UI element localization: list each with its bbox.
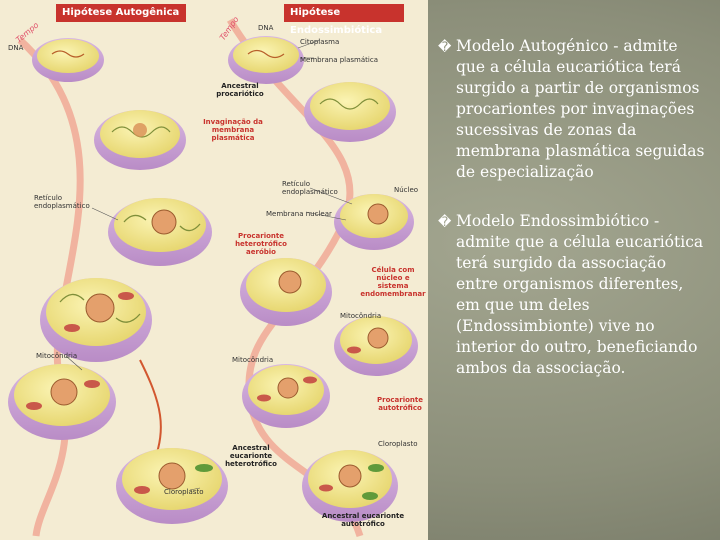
cell-autogenic-4 <box>40 278 152 362</box>
label-mitocondria-left: Mitocôndria <box>36 352 78 360</box>
cell-autogenic-2 <box>94 110 186 170</box>
text-endosymbiotic-model: Modelo Endossimbiótico - admite que a cé… <box>456 212 704 377</box>
label-dna-right: DNA <box>258 24 274 32</box>
cell-endosymbiotic-5 <box>334 316 418 376</box>
cell-autogenic-6 <box>116 448 228 524</box>
label-membrana-nuclear: Membrana nuclear <box>266 210 332 218</box>
cell-endosymbiotic-6 <box>242 364 330 428</box>
label-membrana-plasmatica: Membrana plasmática <box>300 56 378 64</box>
label-reticulo-left: Retículo endoplasmático <box>34 194 90 210</box>
label-cloroplasto-left: Cloroplasto <box>164 488 204 496</box>
text-panel: � Modelo Autogénico - admite que a célul… <box>438 36 708 407</box>
cell-endosymbiotic-2 <box>304 82 396 142</box>
label-reticulo-right: Retículo endoplasmático <box>282 180 338 196</box>
label-ancestral-procariotico: Ancestral procariótico <box>216 82 264 98</box>
label-cloroplasto-right: Cloroplasto <box>378 440 418 448</box>
cell-autogenic-5 <box>8 364 116 440</box>
cell-autogenic-1 <box>32 38 104 82</box>
cell-endosymbiotic-3 <box>334 194 414 250</box>
label-ancestral-autotrofico: Ancestral eucarionte autotrófico <box>321 512 405 528</box>
bullet-icon: � <box>438 215 452 230</box>
banner-autogenic-hypothesis: Hipótese Autogênica <box>56 4 186 22</box>
label-procarionte-heterotrofico: Procarionte heterotrófico aeróbio <box>235 232 287 256</box>
label-dna-left: DNA <box>8 44 24 52</box>
evolution-diagram: Hipótese Autogênica Hipótese Endossimbió… <box>0 0 428 540</box>
cell-endosymbiotic-7 <box>302 450 398 522</box>
paragraph-endosymbiotic-model: � Modelo Endossimbiótico - admite que a … <box>438 211 708 379</box>
label-citoplasma: Citoplasma <box>300 38 340 46</box>
paragraph-autogenic-model: � Modelo Autogénico - admite que a célul… <box>438 36 708 183</box>
text-autogenic-model: Modelo Autogénico - admite que a célula … <box>456 37 705 181</box>
label-invaginacao: Invaginação da membrana plasmática <box>203 118 263 142</box>
label-ancestral-heterotrofico: Ancestral eucarionte heterotrófico <box>225 444 277 468</box>
diagram-illustration <box>8 18 418 538</box>
cell-autogenic-3 <box>108 198 212 266</box>
cell-endosymbiotic-4 <box>240 258 332 326</box>
banner-endosymbiotic-hypothesis: Hipótese Endossimbiótica <box>284 4 404 36</box>
label-mitocondria-right: Mitocôndria <box>340 312 382 320</box>
cell-endosymbiotic-1 <box>228 36 304 84</box>
label-mitocondria-mid: Mitocôndria <box>232 356 274 364</box>
label-procarionte-autotrofico: Procarionte autotrófico <box>376 396 423 412</box>
bullet-icon: � <box>438 40 452 55</box>
label-celula-nucleo: Célula com núcleo e sistema endomembrana… <box>360 266 426 298</box>
label-nucleo: Núcleo <box>394 186 419 194</box>
